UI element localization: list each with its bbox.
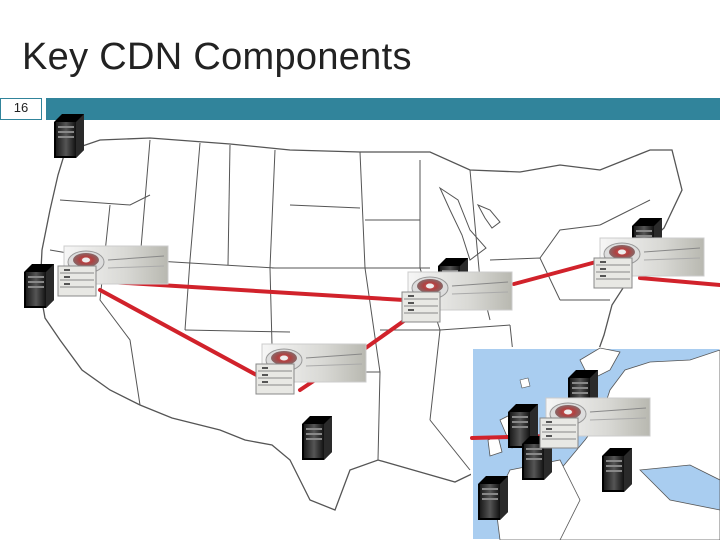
slide-title: Key CDN Components [22, 36, 412, 78]
origin-server-icon [54, 114, 84, 158]
link-east-offscreen [638, 276, 720, 287]
origin-server-icon [478, 476, 508, 520]
link-west-southwest [98, 288, 264, 380]
origin-server-icon [302, 416, 332, 460]
origin-server-icon [24, 264, 54, 308]
origin-server-icon [602, 448, 632, 492]
title-accent-bar [46, 98, 720, 120]
lake-michigan [476, 203, 501, 229]
link-midwest-east [512, 260, 598, 286]
page-number-box [0, 98, 42, 120]
page-number: 16 [13, 100, 29, 115]
link-west-midwest [108, 280, 406, 302]
cdn-links [98, 260, 720, 440]
link-southwest-midwest [358, 316, 410, 354]
europe-inset [471, 347, 720, 540]
